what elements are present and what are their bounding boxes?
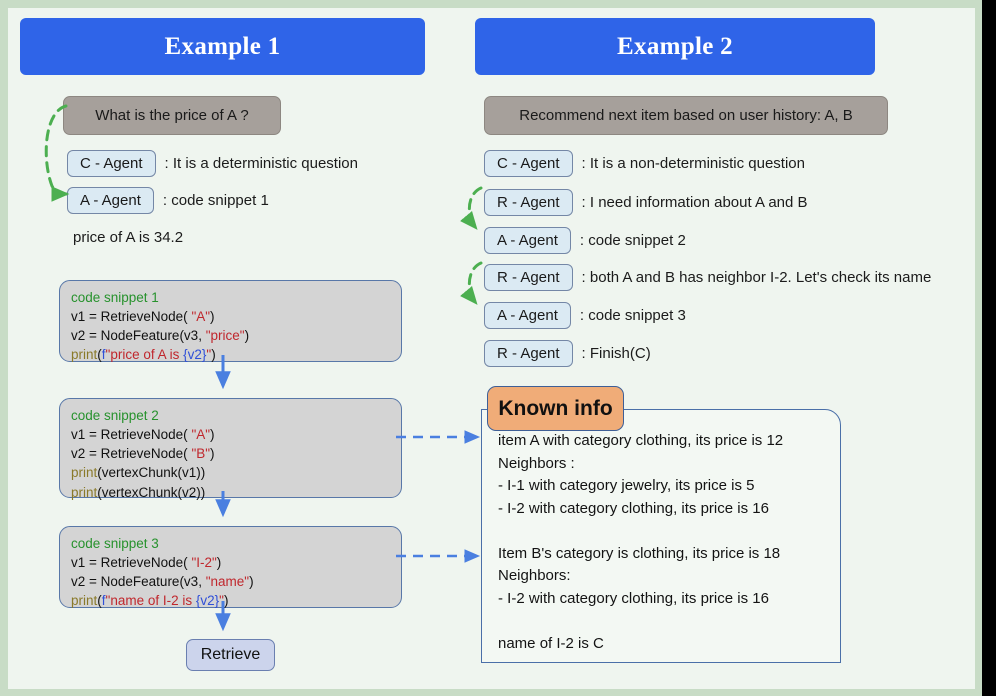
example2-agent-row-5: R - Agent : Finish(C) — [484, 340, 651, 367]
code-snippet-1-lines: v1 = RetrieveNode( "A") v2 = NodeFeature(… — [71, 307, 391, 364]
agent-pill-r[interactable]: R - Agent — [484, 340, 573, 367]
agent-message: : I need information about A and B — [581, 194, 808, 211]
code-line: v2 = RetrieveNode( "B") — [71, 446, 215, 462]
known-info-body: item A with category clothing, its price… — [498, 432, 784, 652]
example2-header: Example 2 — [475, 18, 875, 75]
known-info-box — [481, 409, 841, 663]
code-snippet-2: code snippet 2 v1 = RetrieveNode( "A") v2… — [59, 398, 402, 500]
code-snippet-2-lines: v1 = RetrieveNode( "A") v2 = RetrieveNode… — [71, 425, 391, 502]
agent-pill-a[interactable]: A - Agent — [484, 227, 571, 254]
agent-pill-c[interactable]: C - Agent — [67, 150, 156, 177]
agent-pill-r[interactable]: R - Agent — [484, 264, 573, 291]
code-line: print(vertexChunk(v1)) — [71, 465, 206, 481]
retrieve-button[interactable]: Retrieve — [186, 639, 275, 671]
code-line: print(f"name of I-2 is {v2}") — [71, 593, 229, 609]
code-line: v2 = NodeFeature(v3, "name") — [71, 574, 254, 590]
code-line: print(vertexChunk(v2)) — [71, 484, 206, 500]
example1-output-text: price of A is 34.2 — [73, 229, 184, 246]
agent-message: : Finish(C) — [581, 345, 651, 362]
code-snippet-2-title: code snippet 2 — [71, 408, 159, 423]
agent-pill-r[interactable]: R - Agent — [484, 189, 573, 216]
code-line: v1 = RetrieveNode( "A") — [71, 427, 215, 443]
agent-message: : code snippet 3 — [579, 307, 686, 324]
agent-pill-a[interactable]: A - Agent — [484, 302, 571, 329]
code-snippet-1: code snippet 1 v1 = RetrieveNode( "A") v2… — [59, 280, 402, 362]
code-line: v1 = RetrieveNode( "I-2") — [71, 555, 222, 571]
code-line: v1 = RetrieveNode( "A") — [71, 309, 215, 325]
code-snippet-1-title: code snippet 1 — [71, 290, 159, 305]
example1-agent-row-1: A - Agent : code snippet 1 — [67, 187, 269, 214]
example1-question: What is the price of A ? — [63, 96, 281, 135]
example1-agent-row-0: C - Agent : It is a deterministic questi… — [67, 150, 358, 177]
agent-message: : It is a deterministic question — [164, 155, 358, 172]
example2-agent-row-4: A - Agent : code snippet 3 — [484, 302, 686, 329]
known-info-tab: Known info — [487, 386, 624, 431]
agent-message: : code snippet 1 — [162, 192, 269, 209]
example2-agent-row-3: R - Agent : both A and B has neighbor I-… — [484, 264, 931, 291]
example2-agent-row-1: R - Agent : I need information about A a… — [484, 189, 808, 216]
code-snippet-3-lines: v1 = RetrieveNode( "I-2") v2 = NodeFeatur… — [71, 553, 391, 610]
code-line: v2 = NodeFeature(v3, "price") — [71, 328, 250, 344]
agent-message: : code snippet 2 — [579, 232, 686, 249]
code-snippet-3-title: code snippet 3 — [71, 536, 159, 551]
diagram-panel: Example 1 What is the price of A ? C - A… — [8, 8, 975, 689]
example2-agent-row-0: C - Agent : It is a non-deterministic qu… — [484, 150, 805, 177]
code-snippet-3: code snippet 3 v1 = RetrieveNode( "I-2")… — [59, 526, 402, 608]
agent-message: : It is a non-deterministic question — [581, 155, 805, 172]
agent-pill-a[interactable]: A - Agent — [67, 187, 154, 214]
example2-question: Recommend next item based on user histor… — [484, 96, 888, 135]
example1-header: Example 1 — [20, 18, 425, 75]
code-line: print(f"price of A is {v2}") — [71, 347, 216, 363]
agent-message: : both A and B has neighbor I-2. Let's c… — [581, 269, 932, 286]
agent-pill-c[interactable]: C - Agent — [484, 150, 573, 177]
example2-agent-row-2: A - Agent : code snippet 2 — [484, 227, 686, 254]
